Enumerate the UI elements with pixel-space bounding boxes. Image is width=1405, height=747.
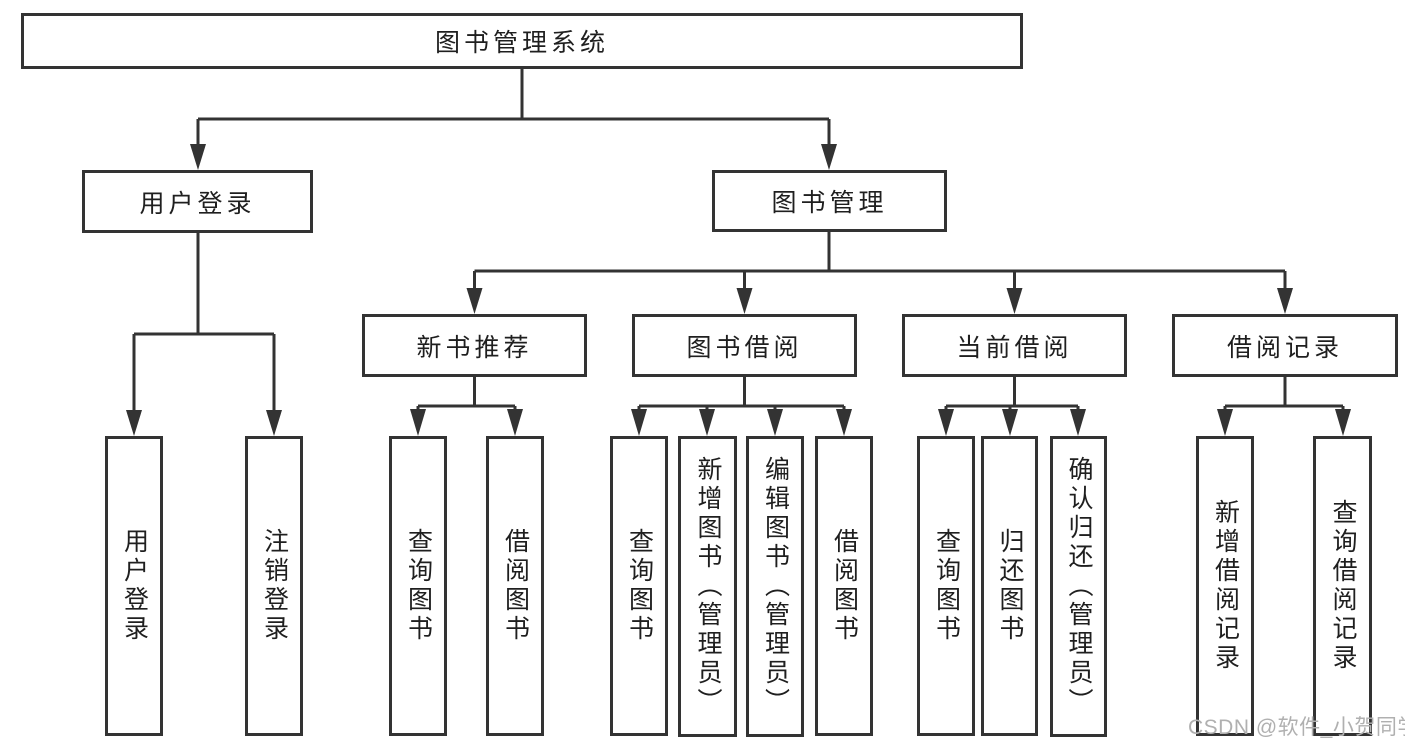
leaf-add-borrow-record: 新增借阅记录 — [1196, 436, 1254, 736]
node-current-borrowing: 当前借阅 — [902, 314, 1127, 377]
leaf-borrow-books-borrowing: 借阅图书 — [815, 436, 873, 736]
leaf-add-book-admin: 新增图书（管理员） — [678, 436, 737, 737]
leaf-query-books-recommend: 查询图书 — [389, 436, 447, 736]
leaf-query-books-borrowing: 查询图书 — [610, 436, 668, 736]
leaf-edit-book-admin: 编辑图书（管理员） — [746, 436, 804, 737]
leaf-return-book: 归还图书 — [981, 436, 1038, 736]
node-book-borrowing: 图书借阅 — [632, 314, 857, 377]
leaf-user-login: 用户登录 — [105, 436, 163, 736]
leaf-logout: 注销登录 — [245, 436, 303, 736]
node-user-login: 用户登录 — [82, 170, 313, 233]
leaf-query-books-current: 查询图书 — [917, 436, 975, 736]
leaf-borrow-books-recommend: 借阅图书 — [486, 436, 544, 736]
node-root-library-management-system: 图书管理系统 — [21, 13, 1023, 69]
leaf-confirm-return-admin: 确认归还（管理员） — [1050, 436, 1107, 737]
node-book-management: 图书管理 — [712, 170, 947, 232]
csdn-watermark: CSDN @软件_小贺同学 — [1188, 716, 1405, 739]
node-borrowing-records: 借阅记录 — [1172, 314, 1398, 377]
node-new-book-recommend: 新书推荐 — [362, 314, 587, 377]
leaf-query-borrow-record: 查询借阅记录 — [1313, 436, 1372, 736]
